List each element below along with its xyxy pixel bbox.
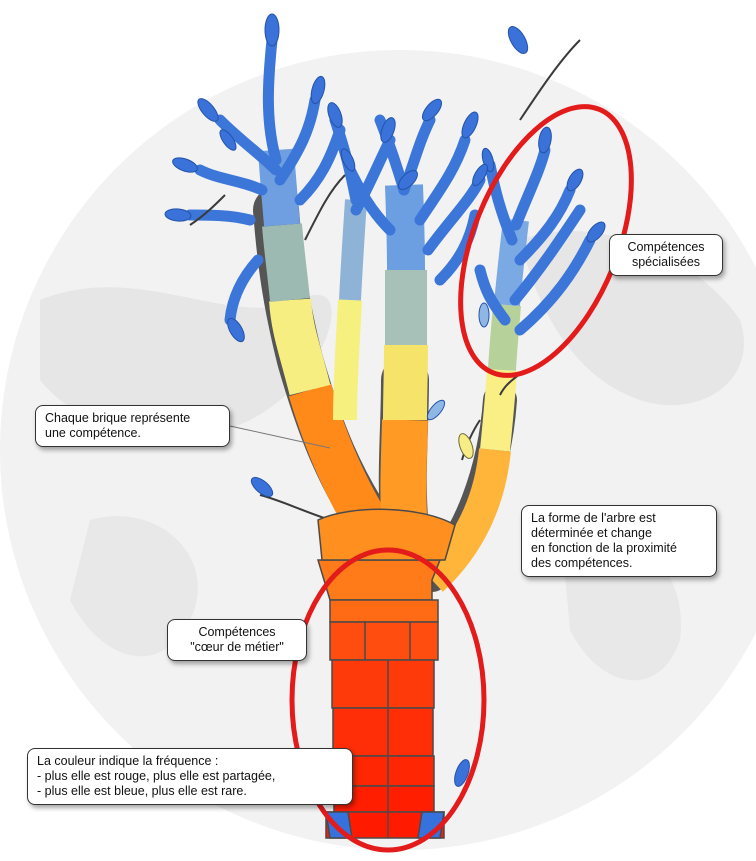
core-skills-ellipse xyxy=(289,547,487,853)
specialized-skills-callout: Compétences spécialisées xyxy=(609,234,723,276)
core-skills-callout: Compétences "cœur de métier" xyxy=(167,619,307,661)
color-frequency-callout: La couleur indique la fréquence : - plus… xyxy=(27,748,353,805)
tree-shape-callout: La forme de l'arbre est déterminée et ch… xyxy=(521,505,717,577)
tree-leaves xyxy=(164,13,606,787)
brick-represents-skill-callout: Chaque brique représente une compétence. xyxy=(35,405,230,447)
callout-pointers xyxy=(229,425,331,449)
